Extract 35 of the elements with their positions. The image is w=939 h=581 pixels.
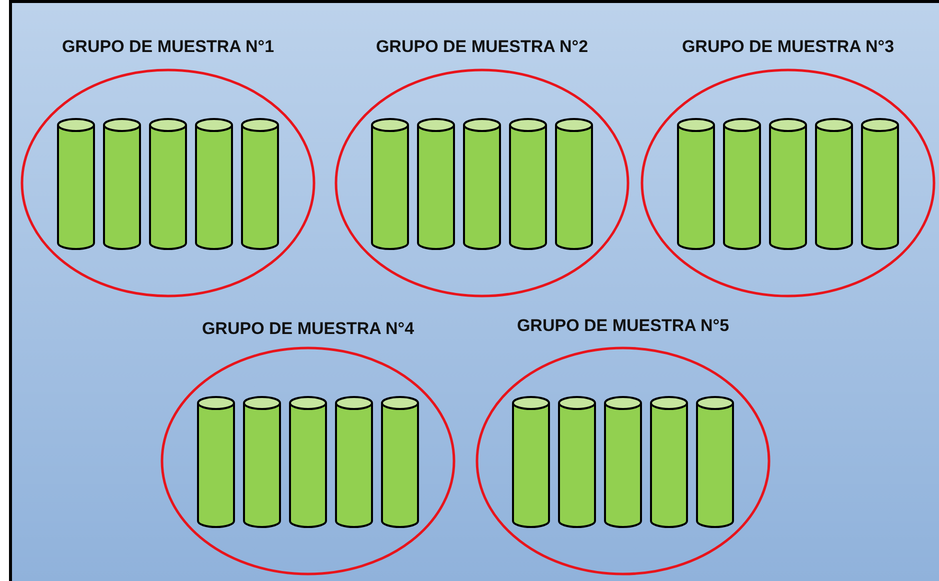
group-heading: GRUPO DE MUESTRA N°2: [374, 37, 590, 57]
cylinder-icon: [417, 118, 455, 250]
group-ellipse: [638, 37, 938, 298]
cylinder-icon: [509, 118, 547, 250]
cylinder-icon: [197, 396, 235, 528]
cylinder-icon: [650, 396, 688, 528]
cylinder-icon: [769, 118, 807, 250]
group-heading: GRUPO DE MUESTRA N°1: [60, 37, 276, 57]
cylinder-icon: [723, 118, 761, 250]
group-ellipse: [158, 319, 458, 576]
cylinder-icon: [696, 396, 734, 528]
cylinder-icon: [289, 396, 327, 528]
group-ellipse: [18, 37, 318, 298]
cylinder-icon: [677, 118, 715, 250]
cylinder-icon: [371, 118, 409, 250]
cylinder-icon: [241, 118, 279, 250]
cylinder-icon: [512, 396, 550, 528]
cylinder-icon: [861, 118, 899, 250]
cylinder-icon: [558, 396, 596, 528]
group-ellipse: [473, 316, 773, 576]
cylinder-icon: [335, 396, 373, 528]
cylinder-icon: [555, 118, 593, 250]
cylinder-icon: [149, 118, 187, 250]
group-heading: GRUPO DE MUESTRA N°5: [516, 316, 730, 336]
cylinder-icon: [604, 396, 642, 528]
cylinder-icon: [103, 118, 141, 250]
cylinder-icon: [463, 118, 501, 250]
group-ellipse: [332, 37, 632, 298]
cylinder-icon: [195, 118, 233, 250]
cylinder-icon: [815, 118, 853, 250]
group-heading: GRUPO DE MUESTRA N°4: [200, 319, 416, 339]
cylinder-icon: [381, 396, 419, 528]
group-heading: GRUPO DE MUESTRA N°3: [680, 37, 896, 57]
cylinder-icon: [57, 118, 95, 250]
cylinder-icon: [243, 396, 281, 528]
